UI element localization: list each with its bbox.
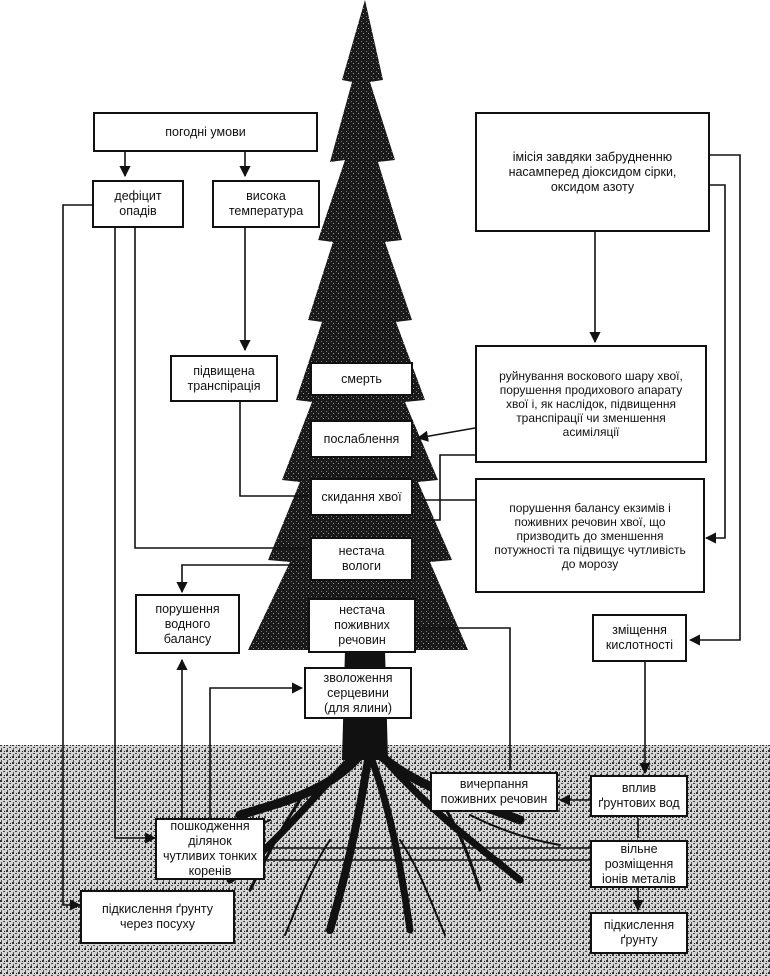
box-death: смерть: [310, 362, 413, 396]
box-wax-destruction: руйнування воскового шару хвої, порушенн…: [475, 345, 707, 463]
box-precip-deficit: дефіцит опадів: [92, 180, 184, 228]
box-weather: погодні умови: [93, 112, 318, 152]
box-high-temp: висока температура: [212, 180, 320, 228]
box-water-balance: порушення водного балансу: [135, 594, 240, 654]
box-groundwater: вплив ґрунтових вод: [590, 775, 688, 817]
box-soil-acid: підкислення ґрунту: [590, 912, 688, 954]
connectors: [62, 152, 741, 912]
box-nutrient-lack: нестача поживних речовин: [308, 598, 416, 653]
box-emission: імісія завдяки забрудненню насамперед ді…: [475, 112, 710, 232]
box-enzyme-balance: порушення балансу екзимів і поживних реч…: [475, 478, 705, 593]
box-soil-acid-drought: підкислення ґрунту через посуху: [80, 890, 235, 944]
box-transpiration: підвищена транспірація: [170, 355, 278, 402]
box-metal-ions: вільне розміщення іонів металів: [590, 840, 688, 888]
box-needle-drop: скидання хвої: [310, 478, 413, 516]
tree-canopy: [248, 0, 468, 650]
box-acidity-shift: зміщення кислотності: [592, 614, 687, 662]
box-nutrient-depletion: вичерпання поживних речовин: [430, 772, 558, 812]
box-moisture-lack: нестача вологи: [310, 537, 413, 581]
box-weakening: послаблення: [310, 420, 413, 458]
box-root-damage: пошкодження ділянок чутливих тонких коре…: [155, 818, 265, 880]
box-heartwood: зволоження серцевини (для ялини): [304, 667, 412, 719]
